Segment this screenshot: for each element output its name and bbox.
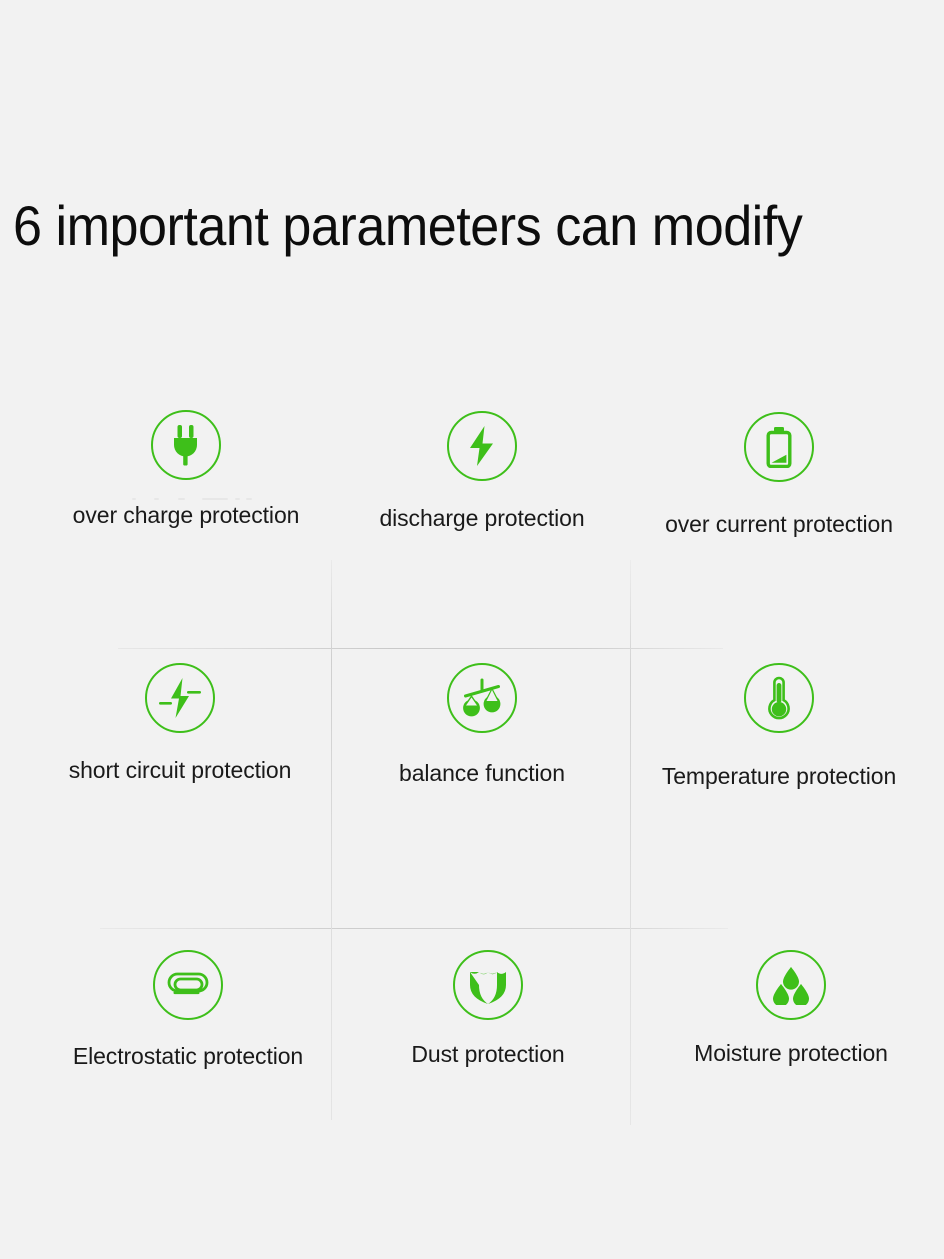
feature-item-dust-protection[interactable]: Dust protection: [338, 950, 638, 1068]
page-title-container: 6 important parameters can modify: [0, 190, 944, 270]
feature-grid: over charge protection discharge protect…: [0, 390, 944, 1120]
feature-label: balance function: [399, 760, 565, 786]
balance-scale-icon: [447, 663, 517, 733]
feature-label: Moisture protection: [694, 1040, 888, 1066]
feature-item-over-current-protection[interactable]: over current protection: [629, 412, 929, 538]
grid-divider-horizontal-2: [100, 928, 728, 929]
shield-icon: [453, 950, 523, 1020]
feature-item-over-charge-protection[interactable]: over charge protection: [36, 410, 336, 529]
lightning-bolt-icon: [447, 411, 517, 481]
battery-icon: [744, 412, 814, 482]
esd-capsule-icon: [153, 950, 223, 1020]
feature-item-discharge-protection[interactable]: discharge protection: [332, 411, 632, 532]
power-plug-icon: [151, 410, 221, 480]
page-title: 6 important parameters can modify: [13, 194, 803, 257]
feature-label: over charge protection: [72, 502, 300, 528]
feature-label: short circuit protection: [68, 757, 292, 783]
feature-item-temperature-protection[interactable]: Temperature protection: [629, 663, 929, 790]
feature-label: over current protection: [665, 511, 893, 537]
feature-label: discharge protection: [379, 505, 585, 531]
grid-divider-vertical-1: [331, 560, 332, 1120]
short-circuit-icon: [145, 663, 215, 733]
feature-label: Electrostatic protection: [72, 1043, 304, 1069]
feature-item-moisture-protection[interactable]: Moisture protection: [641, 950, 941, 1067]
feature-label: Temperature protection: [661, 763, 897, 789]
grid-divider-vertical-2: [630, 560, 631, 1125]
feature-item-balance-function[interactable]: balance function: [332, 663, 632, 787]
feature-item-short-circuit-protection[interactable]: short circuit protection: [30, 663, 330, 784]
thermometer-icon: [744, 663, 814, 733]
background-artifact: [132, 496, 252, 503]
grid-divider-horizontal-1: [118, 648, 723, 649]
feature-item-electrostatic-protection[interactable]: Electrostatic protection: [38, 950, 338, 1070]
feature-label: Dust protection: [411, 1041, 565, 1067]
water-droplets-icon: [756, 950, 826, 1020]
